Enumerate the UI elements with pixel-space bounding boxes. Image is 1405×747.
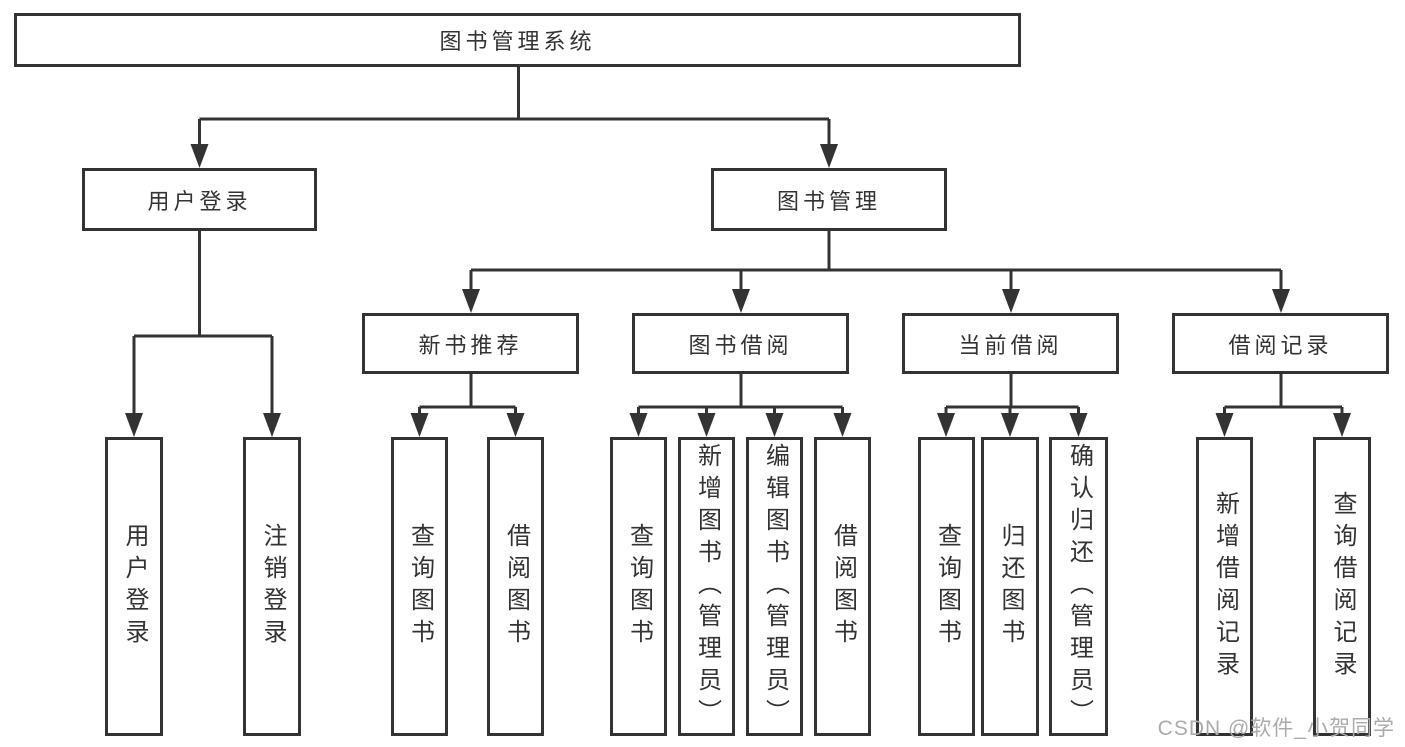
leaf-current-return-book: 归还图书 [981,437,1039,736]
node-user-login: 用户登录 [82,168,317,231]
node-borrowing-records: 借阅记录 [1172,313,1389,374]
leaf-logout-label: 注销登录 [259,522,286,651]
leaf-user-login: 用户登录 [105,437,163,736]
leaf-current-query-book: 查询图书 [918,437,975,736]
leaf-user-login-label: 用户登录 [121,522,148,651]
leaf-current-return-book-label: 归还图书 [997,522,1024,651]
leaf-borrow-query-book: 查询图书 [610,437,667,736]
leaf-borrow-query-book-label: 查询图书 [625,522,653,651]
leaf-borrow-add-book-admin-label: 新增图书（管理员） [693,442,721,731]
leaf-newrec-query-book: 查询图书 [391,437,448,736]
leaf-logout: 注销登录 [243,437,301,736]
leaf-current-confirm-return-admin-label: 确认归还（管理员） [1065,442,1093,731]
node-new-book-recommend: 新书推荐 [362,313,579,374]
leaf-newrec-borrow-book: 借阅图书 [487,437,544,736]
csdn-watermark: CSDN @软件_小贺同学 [1157,717,1395,740]
leaf-borrow-borrow-book: 借阅图书 [814,437,871,736]
node-current-borrowing: 当前借阅 [902,313,1119,374]
leaf-current-query-book-label: 查询图书 [933,522,961,651]
leaf-record-query-record-label: 查询借阅记录 [1329,490,1356,683]
leaf-record-add-record: 新增借阅记录 [1196,437,1253,736]
leaf-borrow-borrow-book-label: 借阅图书 [829,522,857,651]
leaf-borrow-add-book-admin: 新增图书（管理员） [678,437,735,736]
leaf-newrec-borrow-book-label: 借阅图书 [502,522,530,651]
node-root-library-system: 图书管理系统 [14,13,1021,67]
leaf-current-confirm-return-admin: 确认归还（管理员） [1049,437,1108,736]
node-book-management: 图书管理 [711,168,947,231]
leaf-record-query-record: 查询借阅记录 [1313,437,1371,736]
leaf-newrec-query-book-label: 查询图书 [406,522,434,651]
leaf-record-add-record-label: 新增借阅记录 [1211,490,1239,683]
leaf-borrow-edit-book-admin: 编辑图书（管理员） [746,437,803,736]
leaf-borrow-edit-book-admin-label: 编辑图书（管理员） [761,442,789,731]
node-book-borrowing: 图书借阅 [632,313,849,374]
